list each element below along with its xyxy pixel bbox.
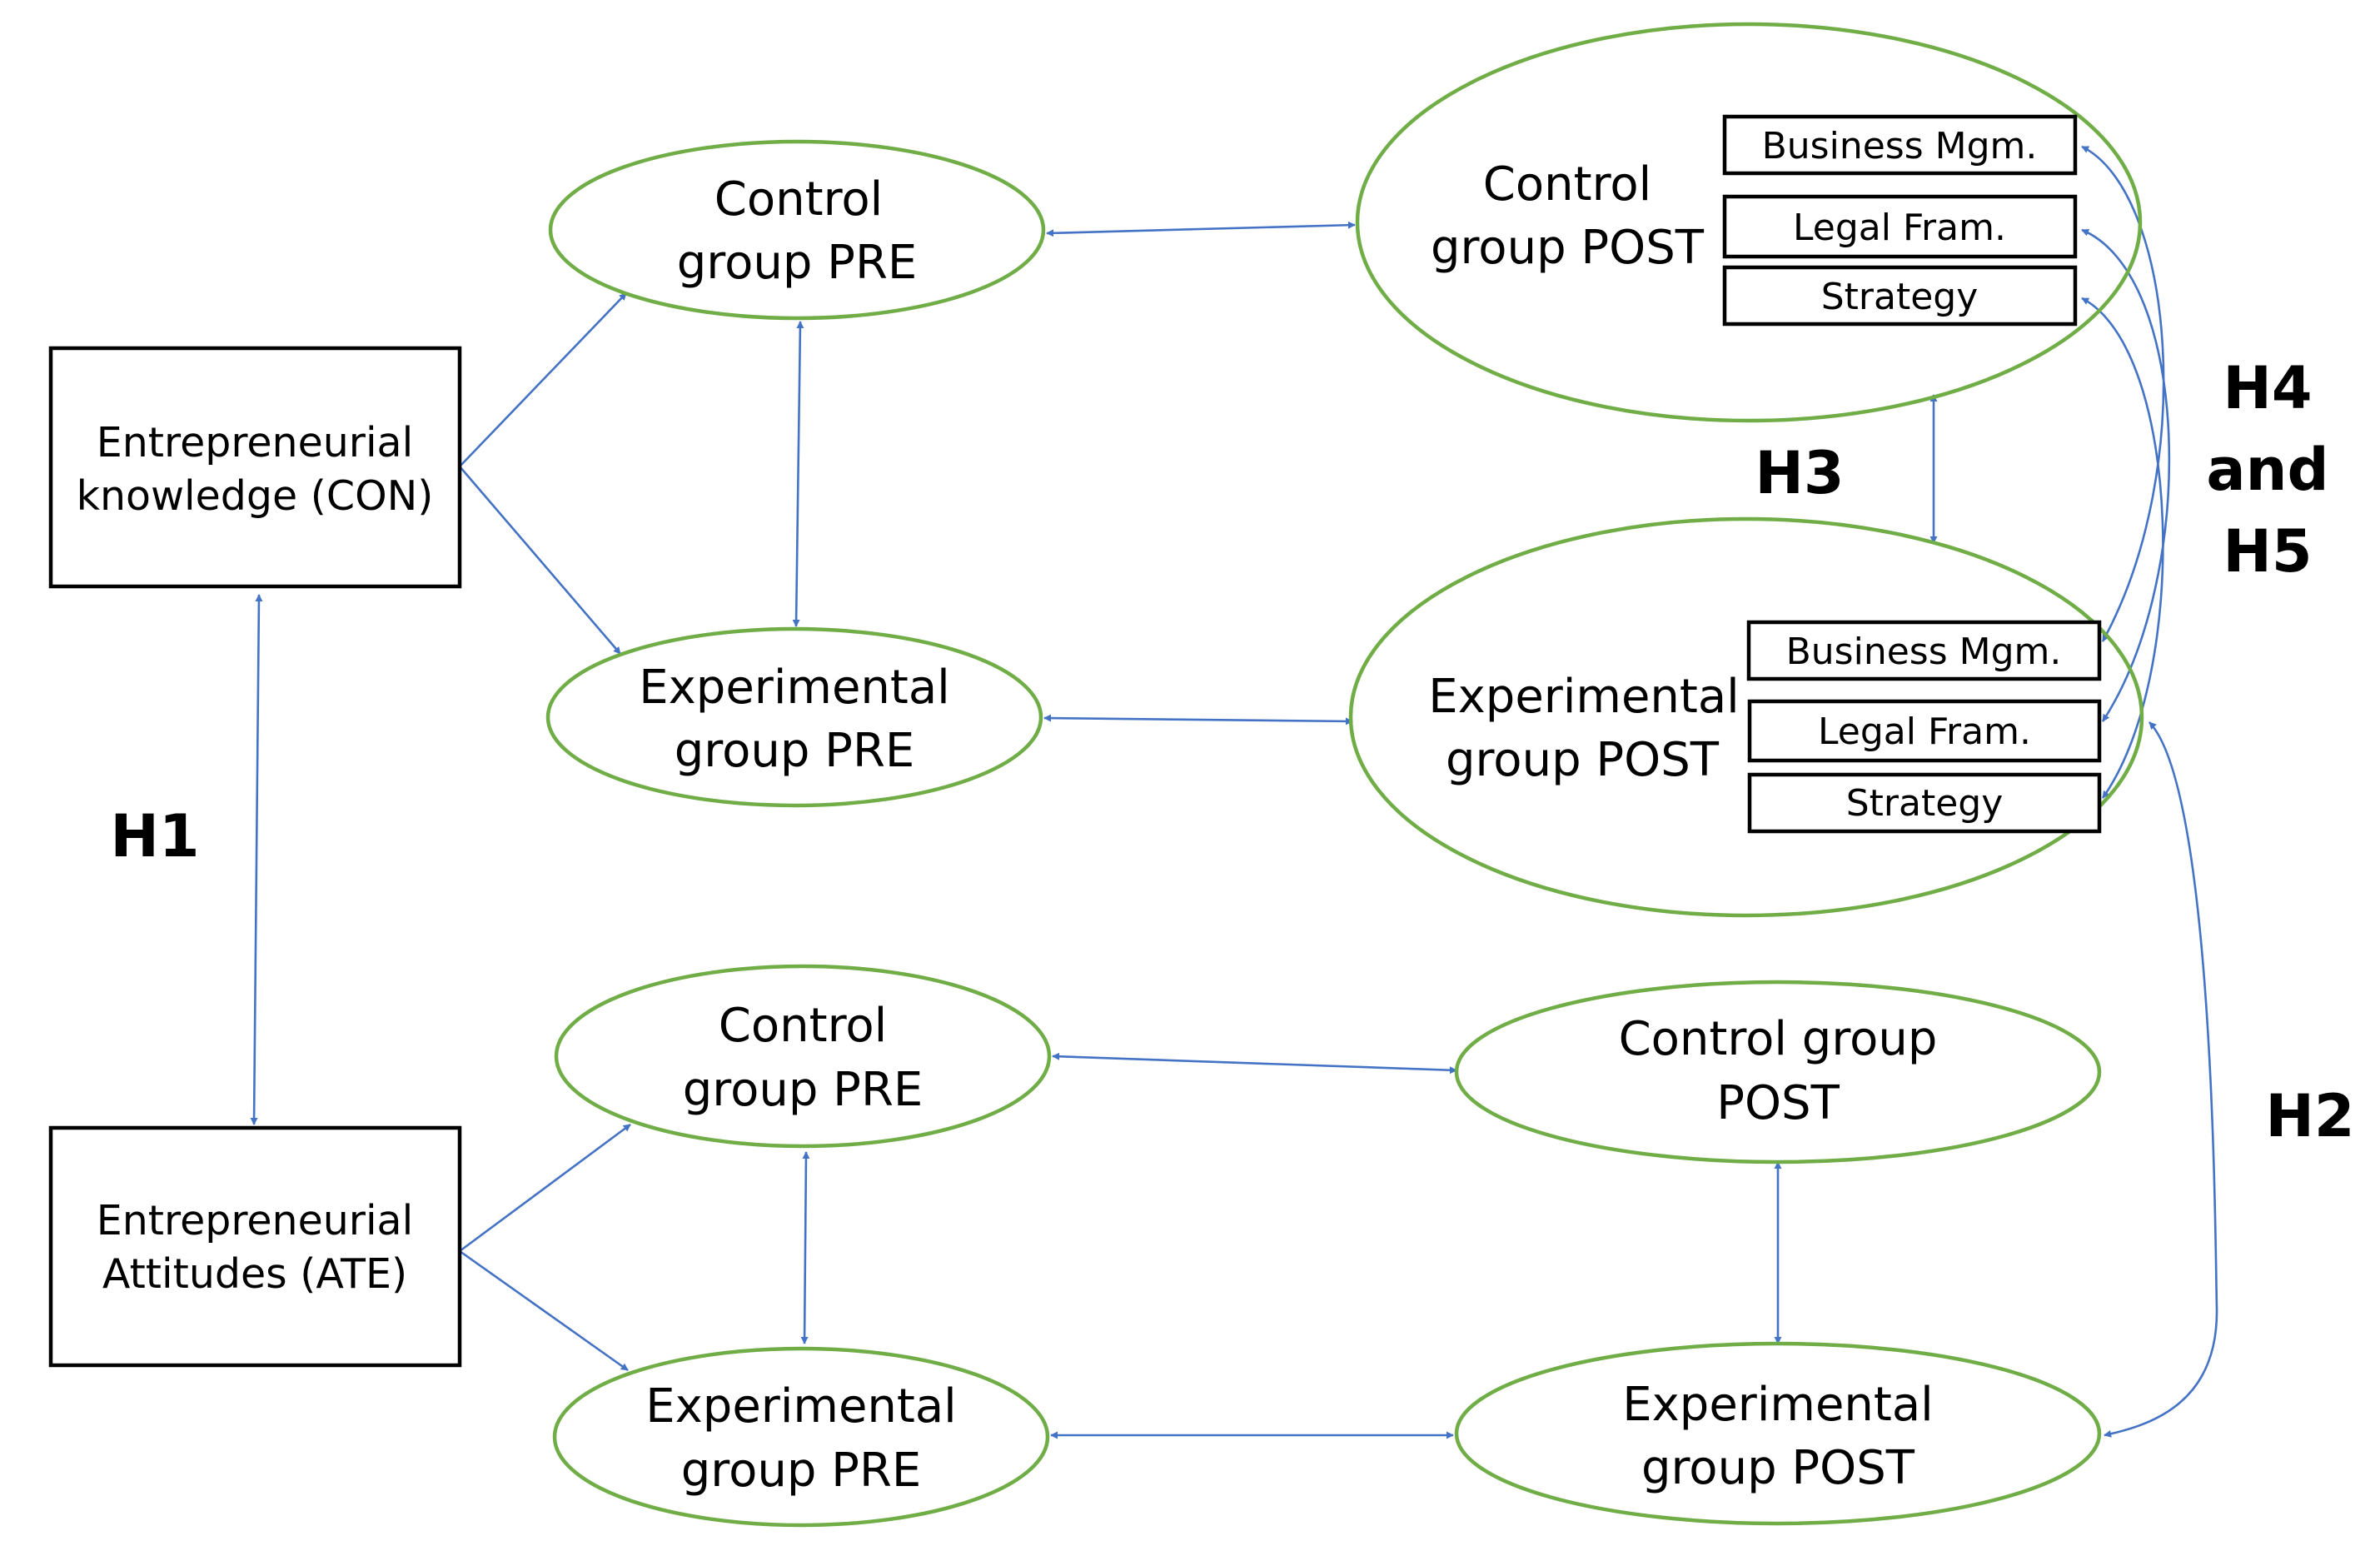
arrow-con-control-pre-post xyxy=(1046,221,1356,237)
ate-control-pre-line1: Control xyxy=(719,999,887,1053)
con-control-pre-line2: group PRE xyxy=(677,236,918,290)
box-con-line1: Entrepreneurial xyxy=(97,419,413,466)
hypothesis-h4-line2: and xyxy=(2206,436,2328,504)
ellipse-con-control-pre: Control group PRE xyxy=(548,139,1046,321)
ellipse-con-experimental-pre: Experimental group PRE xyxy=(545,626,1043,808)
arrow-ate-control-pre-post xyxy=(1052,1052,1457,1075)
ate-experimental-pre-line1: Experimental xyxy=(645,1379,956,1434)
arrow-con-to-experimental-pre xyxy=(459,466,621,655)
ate-control-post-line1: Control group xyxy=(1619,1012,1938,1066)
dimension-label-experimental-legal-fram: Legal Fram. xyxy=(1818,711,2031,753)
arrow-ate-control-pre-experimental-pre xyxy=(800,1151,810,1344)
con-experimental-post-line1: Experimental xyxy=(1428,670,1739,724)
ellipse-con-experimental-post: Experimental group POST Business Mgm. Le… xyxy=(1348,516,2144,918)
box-ate-line1: Entrepreneurial xyxy=(97,1197,413,1244)
arrow-ate-to-experimental-pre xyxy=(459,1249,629,1372)
dimension-label-control-legal-fram: Legal Fram. xyxy=(1793,207,2006,249)
box-ate: Entrepreneurial Attitudes (ATE) xyxy=(48,1125,462,1368)
hypothesis-h3-label: H3 xyxy=(1755,439,1844,507)
ellipse-ate-experimental-post: Experimental group POST xyxy=(1454,1341,2102,1526)
box-con-line2: knowledge (CON) xyxy=(77,472,434,520)
dimension-label-control-strategy: Strategy xyxy=(1821,276,1979,318)
hypothesis-h1-label: H1 xyxy=(110,802,199,870)
ellipse-ate-control-pre: Control group PRE xyxy=(554,964,1052,1149)
con-control-post-line1: Control xyxy=(1483,157,1651,212)
con-experimental-post-line2: group POST xyxy=(1446,733,1720,787)
con-control-pre-line1: Control xyxy=(714,172,883,227)
ate-experimental-post-line1: Experimental xyxy=(1622,1378,1933,1432)
arrow-con-experimental-pre-post xyxy=(1043,714,1353,726)
dimension-box-control-strategy: Strategy xyxy=(1722,265,2078,327)
arrow-h4-legal-fram xyxy=(2081,228,2171,722)
con-control-post-line2: group POST xyxy=(1431,221,1705,275)
arrow-h4-strategy xyxy=(2081,297,2164,799)
dimension-box-experimental-business-mgm: Business Mgm. xyxy=(1746,620,2102,681)
arrow-h4-business-mgm xyxy=(2081,145,2165,642)
dimension-box-experimental-strategy: Strategy xyxy=(1747,772,2102,834)
arrow-con-control-pre-experimental-pre xyxy=(792,321,804,627)
dimension-box-control-business-mgm: Business Mgm. xyxy=(1722,114,2078,176)
ate-experimental-post-line2: group POST xyxy=(1641,1441,1915,1495)
ellipse-ate-control-post: Control group POST xyxy=(1454,980,2102,1164)
arrow-h2-curve xyxy=(2104,721,2218,1438)
ate-experimental-pre-line2: group PRE xyxy=(681,1444,922,1498)
hypothesis-h4-line3: H5 xyxy=(2223,517,2312,586)
hypothesis-h2-label: H2 xyxy=(2265,1082,2354,1150)
box-ate-line2: Attitudes (ATE) xyxy=(102,1250,407,1298)
arrow-h1-con-ate xyxy=(250,594,263,1125)
hypothesis-h4-line1: H4 xyxy=(2223,354,2312,422)
ate-control-pre-line2: group PRE xyxy=(683,1063,924,1117)
dimension-label-control-business-mgm: Business Mgm. xyxy=(1762,125,2038,167)
arrow-con-to-control-pre xyxy=(459,292,627,467)
dimension-label-experimental-business-mgm: Business Mgm. xyxy=(1786,631,2062,673)
dimension-box-control-legal-fram: Legal Fram. xyxy=(1722,194,2078,259)
ate-control-post-line2: POST xyxy=(1716,1076,1840,1130)
con-experimental-pre-line2: group PRE xyxy=(675,724,915,778)
arrow-ate-to-control-pre xyxy=(459,1123,631,1253)
dimension-box-experimental-legal-fram: Legal Fram. xyxy=(1747,699,2102,763)
ellipse-con-control-post: Control group POST Business Mgm. Legal F… xyxy=(1355,22,2143,423)
ellipse-ate-experimental-pre: Experimental group PRE xyxy=(552,1346,1050,1528)
dimension-label-experimental-strategy: Strategy xyxy=(1846,782,2004,825)
box-con: Entrepreneurial knowledge (CON) xyxy=(48,346,462,589)
connector-layer xyxy=(250,145,2218,1439)
con-experimental-pre-line1: Experimental xyxy=(639,661,949,715)
